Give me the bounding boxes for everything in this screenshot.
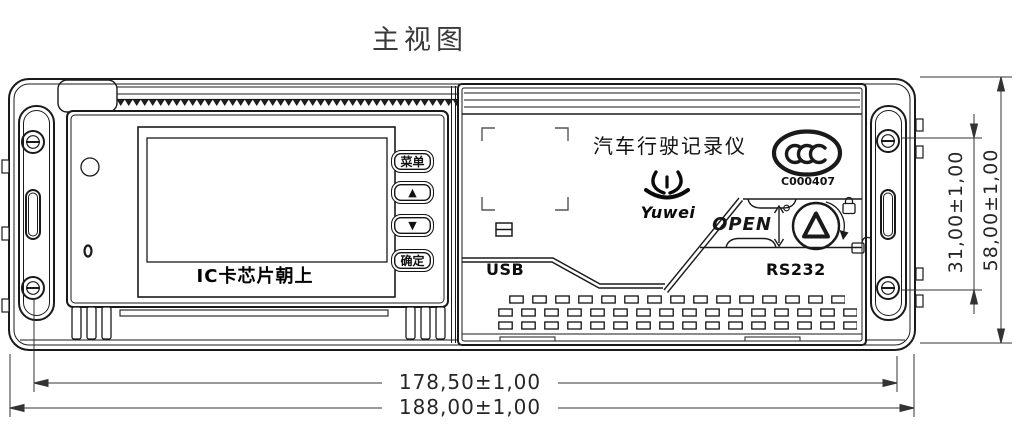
left-end-cap <box>18 105 55 321</box>
dimension-outer-height-text: 58,00±1,00 <box>980 148 1002 272</box>
view-title: 主视图 <box>372 25 468 56</box>
vent-grid <box>498 295 857 331</box>
shell-edge-bumps <box>1 118 924 313</box>
screw-top-right-icon <box>876 129 900 153</box>
open-label: OPEN <box>712 214 772 235</box>
dimension-inner-width-text: 178,50±1,00 <box>382 372 558 392</box>
lock-knob-icon <box>791 201 849 251</box>
menu-button: 菜单 <box>391 150 434 173</box>
dimension-inner-height-text: 31,00±1,00 <box>945 150 967 274</box>
cover-seam <box>462 197 862 293</box>
yuwei-logo-icon <box>644 170 690 200</box>
bottom-foot-tabs <box>71 306 446 340</box>
open-double-arrow-icon <box>773 204 790 248</box>
ccc-logo <box>771 129 843 177</box>
printer-front-panel <box>66 110 449 308</box>
oval-slot-left <box>25 189 41 240</box>
right-end-cap <box>870 105 907 321</box>
padlock-locked-icon <box>842 196 856 215</box>
rs232-port-label: RS232 <box>766 260 826 279</box>
screw-top-left-icon <box>21 130 45 154</box>
screen-frame <box>137 126 396 298</box>
screen-display <box>146 137 388 263</box>
top-ridges <box>462 92 862 115</box>
dimension-outer-height <box>920 76 1012 344</box>
screw-bottom-left-icon <box>21 276 45 300</box>
oval-slot-right <box>880 189 896 240</box>
ic-card-orientation-label: IC卡芯片朝上 <box>196 266 314 287</box>
ic-card-corner-marks <box>481 127 569 211</box>
paper-tear-serration <box>117 99 457 108</box>
product-name-label: 汽车行驶记录仪 <box>593 134 747 158</box>
brand-wordmark: Yuwei <box>640 203 696 222</box>
usb-port-label: USB <box>486 260 525 279</box>
card-contact-icon <box>495 222 513 237</box>
down-arrow-button: ▼ <box>391 214 434 237</box>
printer-module <box>57 79 457 340</box>
screw-bottom-right-icon <box>876 276 900 300</box>
padlock-unlocked-icon <box>851 236 871 254</box>
eject-circle <box>80 157 100 177</box>
dimension-outer-width-text: 188,00±1,00 <box>382 397 558 417</box>
dimension-inner-height <box>902 114 982 314</box>
ccc-certificate-code: C000407 <box>781 175 835 188</box>
recorder-module <box>457 83 871 346</box>
confirm-button: 确定 <box>391 249 434 272</box>
paper-exit-slot <box>119 309 389 317</box>
led-indicator <box>83 244 93 258</box>
up-arrow-button: ▲ <box>391 181 434 204</box>
